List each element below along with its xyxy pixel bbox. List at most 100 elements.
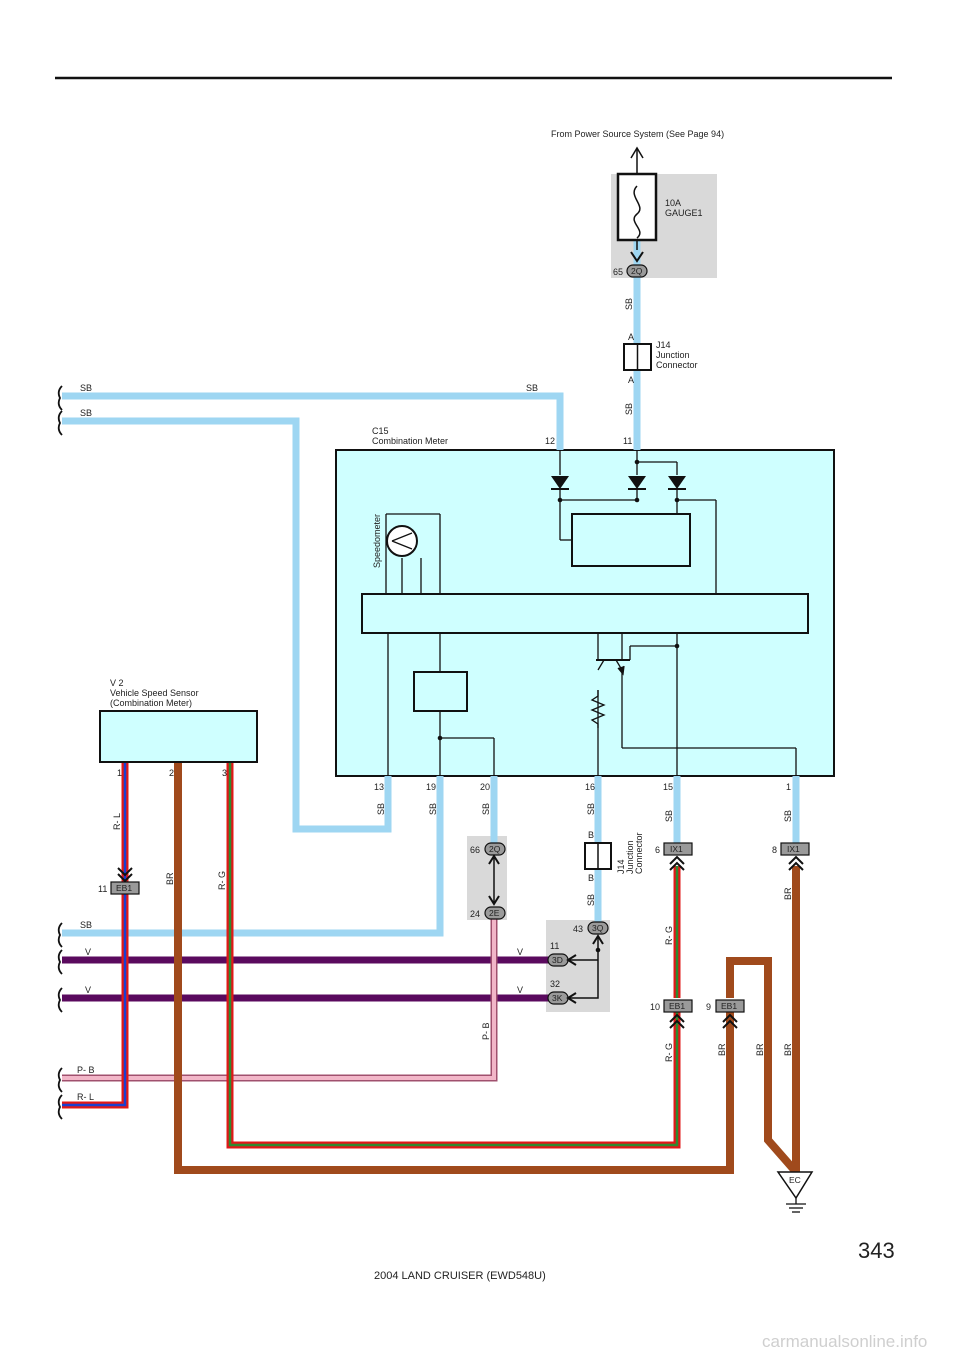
- connector-ix1-b-code: IX1: [787, 844, 800, 854]
- wire-label-v: V: [85, 947, 91, 957]
- connector-ix1-b-pin: 8: [772, 845, 777, 855]
- sensor-pin-2: 2: [169, 768, 174, 778]
- connector-3d-arrow-icon: [566, 954, 577, 966]
- br-wires: [174, 762, 800, 1175]
- wire-label-br: BR: [783, 887, 793, 900]
- connector-3k-code: 3K: [552, 993, 563, 1003]
- meter-pin-15: 15: [663, 782, 673, 792]
- wire-label-sb: SB: [80, 383, 92, 393]
- meter-internal-circuit: [385, 450, 797, 776]
- connector-eb1-b-pin: 10: [650, 1002, 660, 1012]
- connector-3k-arrow-icon: [566, 992, 577, 1004]
- connector-eb1-a-chevron-icon: [117, 867, 133, 883]
- wire-label-v: V: [85, 985, 91, 995]
- wire-label-sb: SB: [526, 383, 538, 393]
- junction-dots: [437, 459, 680, 953]
- connector-2q-mid-code: 2Q: [489, 844, 501, 854]
- connector-eb1-b-code: EB1: [669, 1001, 685, 1011]
- meter-pin-20: 20: [480, 782, 490, 792]
- transistor-icon: [596, 646, 631, 676]
- pb-wire: [62, 918, 498, 1082]
- connector-eb1-c-chevron-icon: [722, 1013, 738, 1029]
- wire-continuation-braces: [57, 385, 63, 1120]
- connector-eb1-b: [663, 999, 693, 1013]
- speedometer-label: Speedometer: [372, 514, 382, 568]
- meter-pin-13: 13: [374, 782, 384, 792]
- connector-3q: [587, 921, 609, 935]
- sensor-name: Vehicle Speed Sensor: [110, 688, 199, 698]
- power-input-arrow-icon: [630, 146, 644, 159]
- wire-label-rl: R- L: [112, 813, 122, 830]
- fuse-element-icon: [633, 185, 641, 239]
- junction-top-line1: Junction: [656, 350, 690, 360]
- connector-3q-link: [568, 938, 599, 999]
- connector-2q-mid-arrow-icon: [488, 854, 500, 865]
- junction-bottom-line1: Junction: [625, 840, 635, 874]
- wire-label-sb: SB: [80, 408, 92, 418]
- wire-label-br: BR: [165, 872, 175, 885]
- connector-ix1-a: [663, 842, 693, 856]
- diode-icon: [668, 476, 686, 489]
- connector-2q-mid: [484, 842, 506, 856]
- wire-label-sb: SB: [624, 403, 634, 415]
- connector-2q-top-arrow-icon: [630, 251, 644, 263]
- wire-label-rl: R- L: [77, 1092, 94, 1102]
- sensor-id: V 2: [110, 678, 124, 688]
- connector-3d-code: 3D: [552, 955, 563, 965]
- connector-3d-pin: 11: [550, 941, 559, 951]
- connector-2e-pin: 24: [470, 909, 480, 919]
- connector-ix1-b-chevron-icon: [788, 855, 804, 871]
- page-number: 343: [858, 1238, 895, 1263]
- resistor-icon: [590, 690, 606, 728]
- wire-label-v: V: [517, 985, 523, 995]
- wire-label-sb: SB: [586, 803, 596, 815]
- meter-pin-11: 11: [623, 436, 632, 446]
- wire-label-sb: SB: [664, 810, 674, 822]
- connector-3q-pin: 43: [573, 924, 583, 934]
- connector-eb1-c-code: EB1: [721, 1001, 737, 1011]
- meter-diodes: [551, 476, 686, 490]
- junction-bottom-id: J14: [616, 859, 626, 874]
- connector-2q-top-code: 2Q: [631, 266, 643, 276]
- wire-label-pb: P- B: [77, 1065, 95, 1075]
- wire-label-v: V: [517, 947, 523, 957]
- meter-pin-16: 16: [585, 782, 595, 792]
- power-source-note: From Power Source System (See Page 94): [551, 129, 724, 139]
- sensor-pin-3: 3: [222, 768, 227, 778]
- connector-2q-mid-pin: 66: [470, 845, 480, 855]
- fuse-rating: 10A: [665, 198, 681, 208]
- ground-code: EC: [789, 1175, 801, 1185]
- meter-main-ic-bar: [361, 593, 809, 634]
- sensor-sub: (Combination Meter): [110, 698, 192, 708]
- connector-ix1-a-chevron-icon: [669, 855, 685, 871]
- fuse-name: GAUGE1: [665, 208, 703, 218]
- wire-label-sb: SB: [428, 803, 438, 815]
- connector-3q-arrow-icon: [592, 934, 604, 945]
- v-wires: [62, 956, 556, 1002]
- junction-top-pin-out: A: [628, 375, 634, 385]
- junction-bottom-pin-out: B: [588, 873, 594, 883]
- ground-icon: [786, 1198, 806, 1213]
- wire-label-br: BR: [717, 1043, 727, 1056]
- connector-eb1-a-code: EB1: [116, 883, 132, 893]
- speedometer-needle-icon: [391, 532, 413, 550]
- connector-2q-top: [626, 264, 648, 278]
- meter-name: Combination Meter: [372, 436, 448, 446]
- wire-label-pb: P- B: [481, 1022, 491, 1040]
- connector-eb1-a-pin: 11: [98, 884, 107, 894]
- wire-label-sb: SB: [80, 920, 92, 930]
- meter-pin-19: 19: [426, 782, 436, 792]
- meter-pin-12: 12: [545, 436, 555, 446]
- wire-label-rg: R- G: [217, 871, 227, 890]
- diode-icon: [551, 476, 569, 489]
- ground-point: [776, 1171, 814, 1200]
- speedometer-gauge-icon: [386, 525, 418, 557]
- junction-top-id: J14: [656, 340, 671, 350]
- diode-icon: [628, 476, 646, 489]
- connector-eb1-a: [110, 881, 140, 895]
- meter-pin-1: 1: [786, 782, 791, 792]
- wire-labels: SB SB SB SB SB SB SB SB SB SB SB SB SB V…: [77, 298, 793, 1102]
- connector-2e-arrow-icon: [488, 895, 500, 906]
- connector-ix1-a-code: IX1: [670, 844, 683, 854]
